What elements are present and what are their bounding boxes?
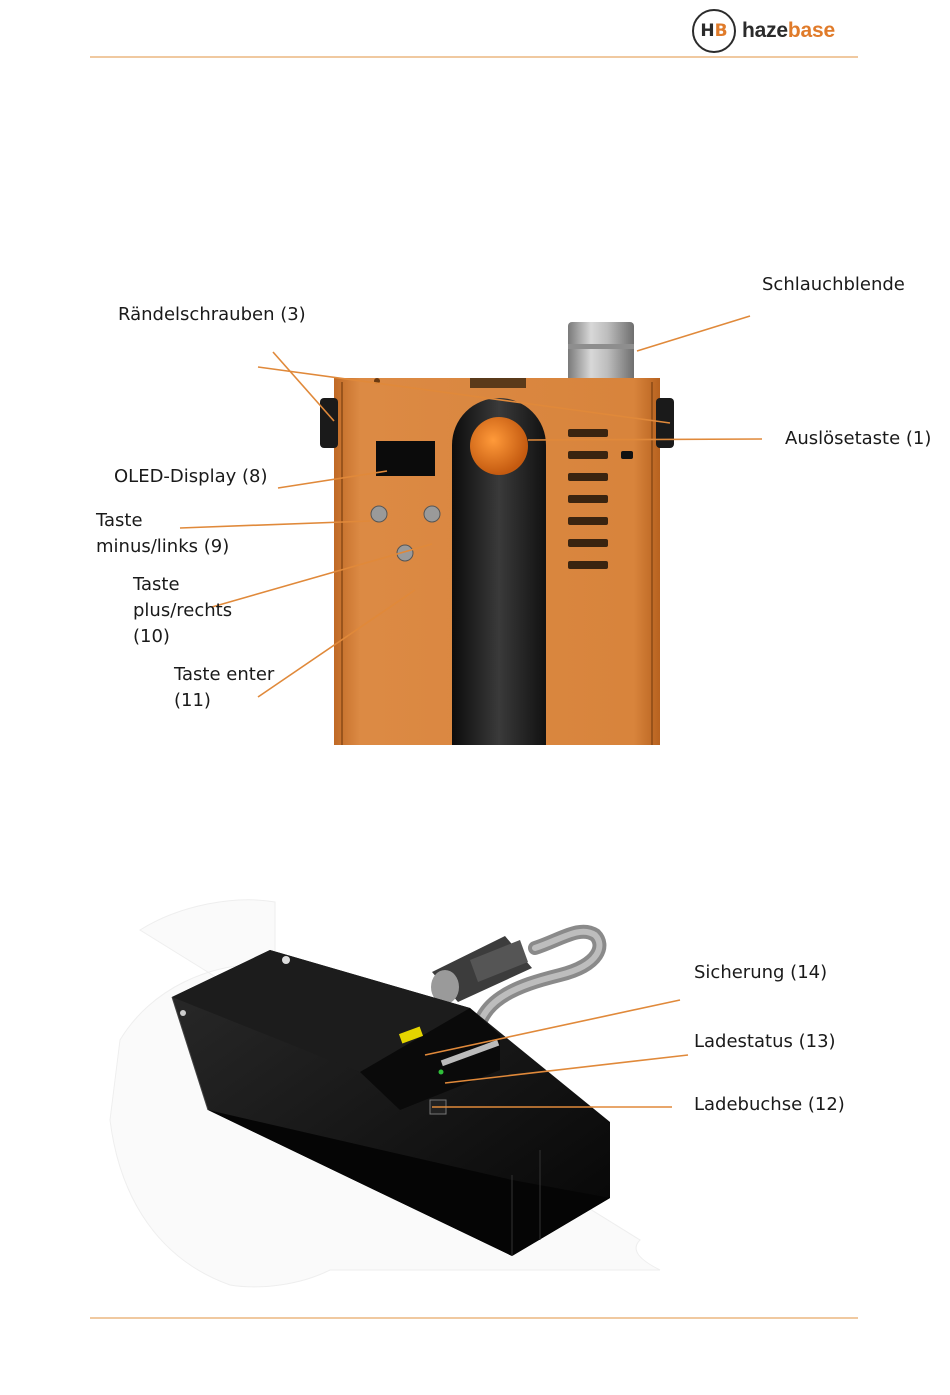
top-slot — [470, 378, 526, 388]
label-raendelschrauben: Rändelschrauben (3) — [118, 302, 306, 328]
side-led — [621, 451, 633, 459]
label-taste-plus-2: plus/rechts — [133, 598, 232, 624]
label-taste-enter-2: (11) — [174, 688, 211, 714]
label-oled-display: OLED-Display (8) — [114, 464, 268, 490]
label-ausloesetaste: Auslösetaste (1) — [785, 426, 931, 452]
footer-rule — [90, 1317, 858, 1319]
label-sicherung: Sicherung (14) — [694, 960, 827, 986]
label-taste-minus-1: Taste — [96, 508, 143, 534]
label-ladebuchse: Ladebuchse (12) — [694, 1092, 845, 1118]
label-taste-plus-1: Taste — [133, 572, 180, 598]
button-plus — [424, 506, 440, 522]
button-minus — [371, 506, 387, 522]
thumb-screw-left — [320, 398, 338, 448]
label-taste-enter-1: Taste enter — [174, 662, 274, 688]
label-ladestatus: Ladestatus (13) — [694, 1029, 836, 1055]
label-taste-plus-3: (10) — [133, 624, 170, 650]
label-taste-minus-2: minus/links (9) — [96, 534, 229, 560]
label-schlauchblende: Schlauchblende — [762, 272, 905, 298]
trigger-button — [470, 417, 528, 475]
